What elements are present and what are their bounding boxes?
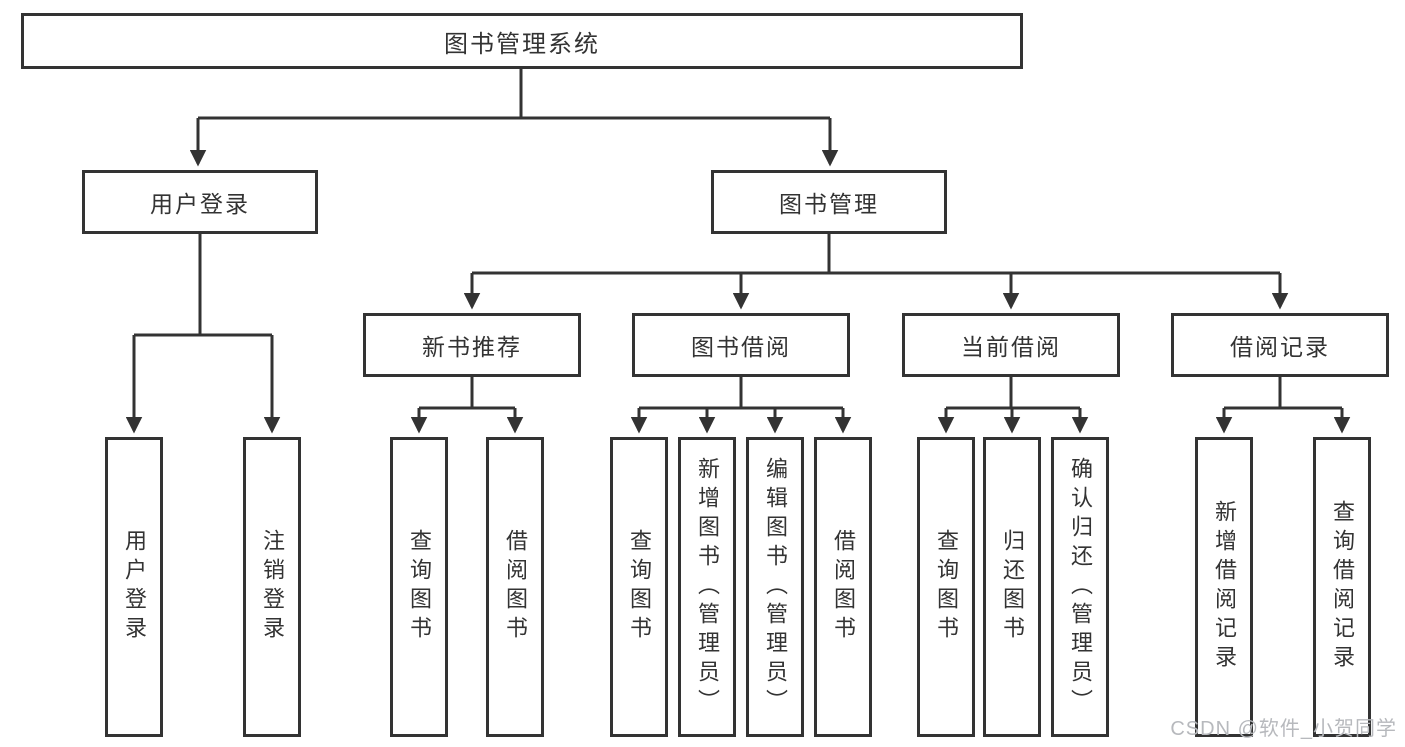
connector-current-borrow-split xyxy=(946,376,1080,410)
leaf-borrow-query-book: 查询图书 xyxy=(610,437,668,737)
leaf-user-login: 用户登录 xyxy=(105,437,163,737)
leaf-logout: 注销登录 xyxy=(243,437,301,737)
leaf-borrow-borrow-book: 借阅图书 xyxy=(814,437,872,737)
leaf-borrow-edit-book-admin: 编辑图书（管理员） xyxy=(746,437,804,737)
leaf-current-confirm-return-admin: 确认归还（管理员） xyxy=(1051,437,1109,737)
leaf-current-return-book: 归还图书 xyxy=(983,437,1041,737)
branch-user-login: 用户登录 xyxy=(82,170,318,234)
leaf-borrow-add-book-admin: 新增图书（管理员） xyxy=(678,437,736,737)
leaf-current-query-book: 查询图书 xyxy=(917,437,975,737)
connector-book-management-split xyxy=(472,233,1280,275)
leaf-newrec-borrow-book: 借阅图书 xyxy=(486,437,544,737)
branch-current-borrow: 当前借阅 xyxy=(902,313,1120,377)
branch-new-book-recommend: 新书推荐 xyxy=(363,313,581,377)
connector-new-book-split xyxy=(419,376,515,410)
branch-book-management: 图书管理 xyxy=(711,170,947,234)
leaf-record-add: 新增借阅记录 xyxy=(1195,437,1253,737)
connector-borrow-record-split xyxy=(1224,376,1342,410)
connector-book-borrow-split xyxy=(639,376,843,410)
branch-book-borrow: 图书借阅 xyxy=(632,313,850,377)
connector-user-login-split xyxy=(134,233,272,337)
connector-root-split xyxy=(198,69,830,120)
leaf-newrec-query-book: 查询图书 xyxy=(390,437,448,737)
leaf-record-query: 查询借阅记录 xyxy=(1313,437,1371,737)
root-box-library-system: 图书管理系统 xyxy=(21,13,1023,69)
csdn-watermark: CSDN @软件_小贺同学 xyxy=(1170,718,1397,740)
branch-borrow-record: 借阅记录 xyxy=(1171,313,1389,377)
